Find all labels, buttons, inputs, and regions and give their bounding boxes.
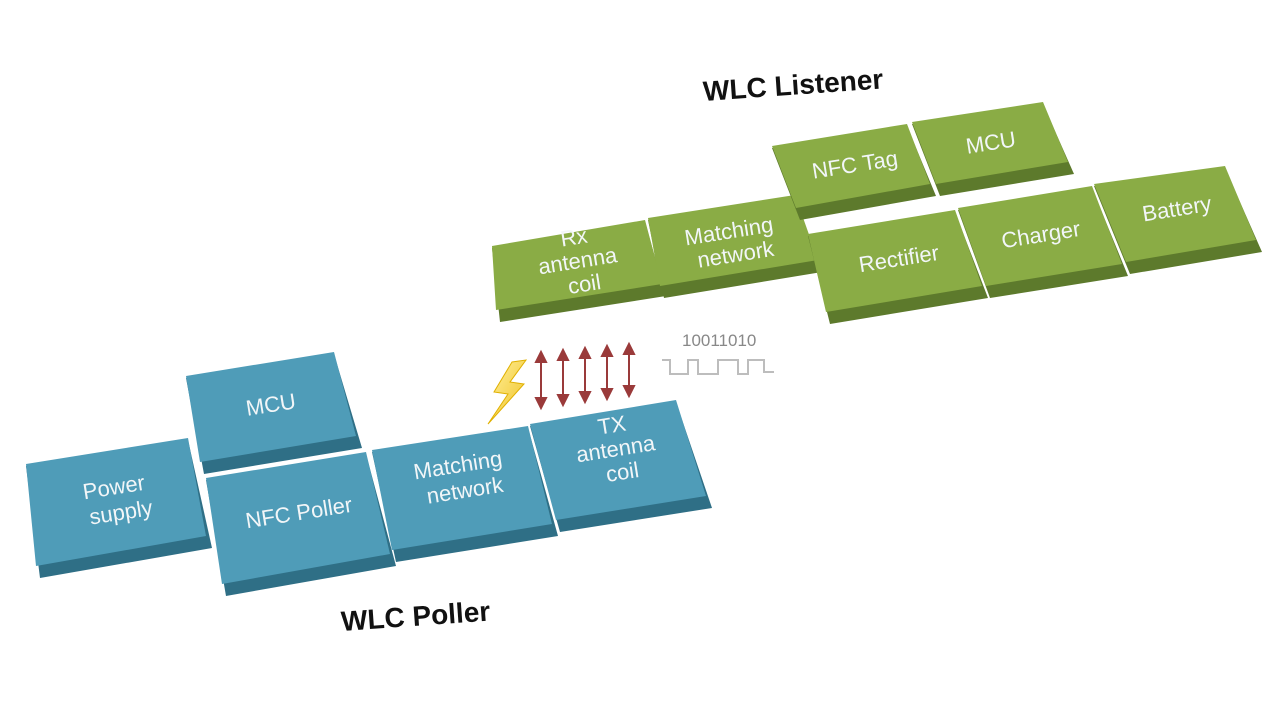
poller-label-line: coil	[604, 457, 641, 487]
double-arrow	[622, 341, 636, 399]
listener-block-nfc-tag: NFC Tag	[772, 124, 936, 220]
poller-block-power-supply: Power supply	[26, 438, 212, 578]
poller-label-line: TX	[596, 410, 628, 439]
poller-block-matching-network: Matching network	[372, 426, 558, 562]
double-arrow	[578, 345, 592, 405]
poller-block-mcu: MCU	[186, 352, 362, 474]
poller-block-nfc-poller: NFC Poller	[206, 452, 396, 596]
double-arrow	[556, 347, 570, 408]
coupling-arrows	[534, 341, 636, 411]
listener-label-line: Rx	[559, 223, 589, 252]
listener-label-line: coil	[566, 269, 603, 299]
listener-block-charger: Charger	[958, 186, 1128, 298]
listener-block-matching-network: Matching network	[648, 195, 822, 298]
svg-text:Power supply: Power supply	[81, 469, 157, 530]
data-signal: 10011010	[662, 331, 774, 375]
double-arrow	[600, 343, 614, 402]
svg-text:TX antenna coi: TX antenna coil	[571, 406, 667, 492]
listener-block-rx-antenna-coil: Rx antenna coil	[492, 220, 666, 322]
listener-block-rectifier: Rectifier	[808, 210, 988, 324]
square-wave	[662, 359, 774, 375]
poller-block-tx-antenna-coil: TX antenna coil	[530, 400, 712, 532]
svg-text:Matching network: Matching network	[412, 445, 514, 510]
signal-bits: 10011010	[682, 331, 756, 350]
double-arrow	[534, 349, 548, 411]
listener-block-battery: Battery	[1094, 166, 1262, 274]
lightning-bolt-icon	[487, 359, 528, 425]
listener-block-mcu: MCU	[912, 102, 1074, 196]
